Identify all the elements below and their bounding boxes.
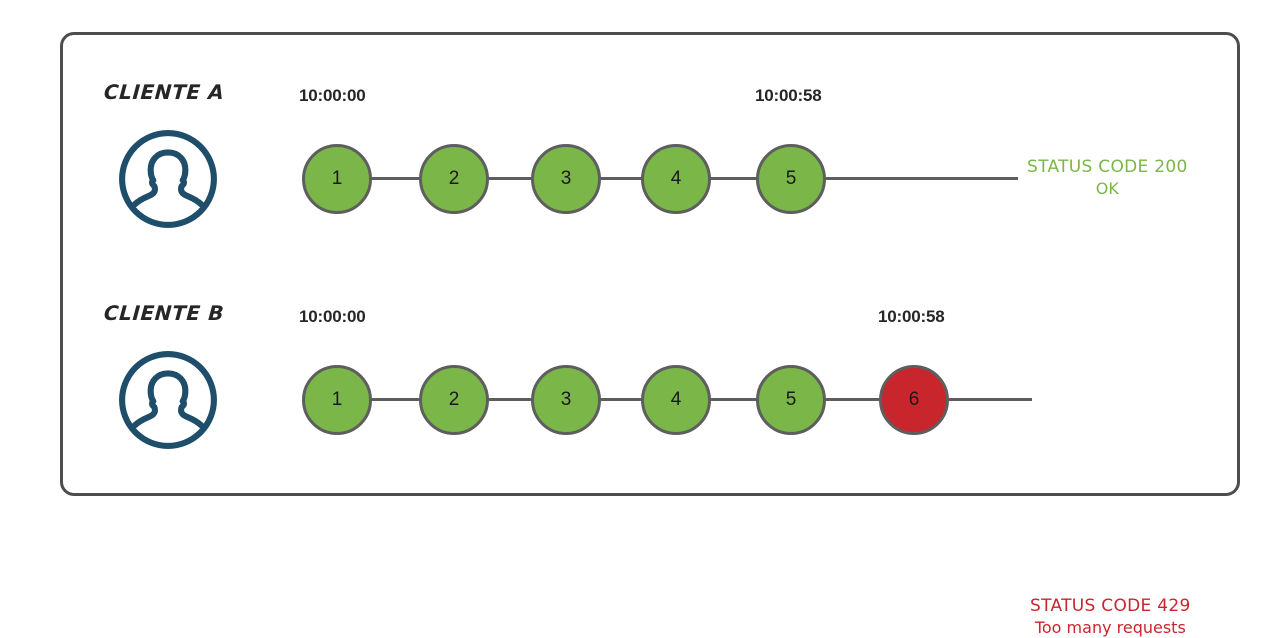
connector-trailing — [823, 177, 1018, 180]
connector — [708, 177, 767, 180]
timestamp-end-b: 10:00:58 — [878, 307, 945, 326]
user-avatar-icon — [117, 128, 219, 230]
status-text-line: OK — [1095, 178, 1119, 198]
request-node[interactable]: 4 — [641, 144, 711, 214]
connector — [486, 177, 542, 180]
request-node[interactable]: 5 — [756, 144, 826, 214]
status-text-line: Too many requests — [1034, 617, 1186, 637]
connector — [370, 398, 430, 401]
request-node[interactable]: 5 — [756, 365, 826, 435]
request-node[interactable]: 1 — [302, 365, 372, 435]
client-label-b: CLIENTE B — [103, 301, 226, 325]
status-code-line: STATUS CODE 200 — [1027, 157, 1188, 177]
timestamp-end-a: 10:00:58 — [755, 86, 822, 105]
status-message-a: STATUS CODE 200 OK — [1027, 157, 1188, 199]
status-code-line: STATUS CODE 429 — [1030, 596, 1191, 616]
connector — [598, 177, 652, 180]
connector — [708, 398, 767, 401]
request-node[interactable]: 4 — [641, 365, 711, 435]
connector — [370, 177, 430, 180]
timestamp-start-b: 10:00:00 — [299, 307, 366, 326]
request-node[interactable]: 2 — [419, 365, 489, 435]
user-avatar-icon — [117, 349, 219, 451]
connector-trailing — [947, 398, 1032, 401]
request-node-error[interactable]: 6 — [879, 365, 949, 435]
status-message-b: STATUS CODE 429 Too many requests — [1030, 596, 1191, 638]
diagram-frame — [60, 32, 1240, 496]
diagram-canvas: CLIENTE A 10:00:00 10:00:58 1 2 3 4 5 ST… — [60, 32, 1240, 637]
timestamp-start-a: 10:00:00 — [299, 86, 366, 105]
connector — [598, 398, 652, 401]
client-label-a: CLIENTE A — [103, 80, 226, 104]
request-node[interactable]: 2 — [419, 144, 489, 214]
connector — [486, 398, 542, 401]
request-node[interactable]: 3 — [531, 144, 601, 214]
request-node[interactable]: 1 — [302, 144, 372, 214]
request-node[interactable]: 3 — [531, 365, 601, 435]
connector — [823, 398, 882, 401]
